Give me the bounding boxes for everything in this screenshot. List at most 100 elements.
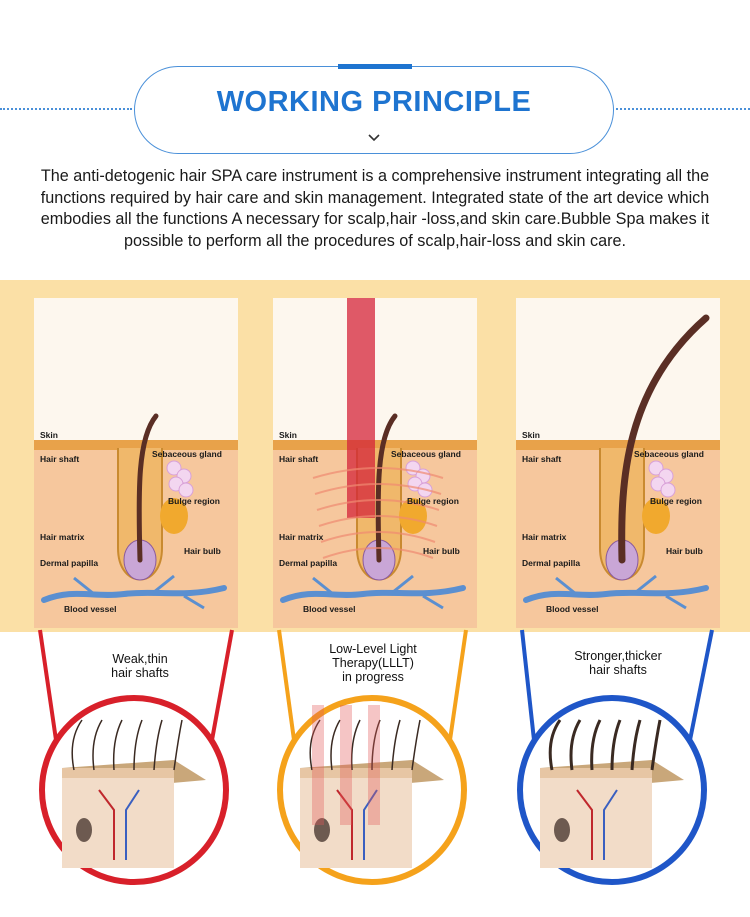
caption-lllt: Low-Level Light Therapy(LLLT) in progres… (315, 642, 431, 684)
hair-strand (411, 719, 421, 771)
sebaceous-lobe (660, 482, 676, 498)
vein (603, 789, 618, 860)
label-bulge-region: Bulge region (650, 496, 702, 506)
follicle-bulb (554, 818, 570, 842)
sebaceous-lobe (648, 460, 664, 476)
label-blood-vessel: Blood vessel (64, 604, 116, 614)
caption-lllt-line2: Therapy(LLLT) (332, 656, 414, 670)
skin-front (300, 768, 412, 868)
light-wave (322, 547, 434, 559)
connector-right (448, 629, 468, 741)
skin-front-top (62, 768, 174, 778)
left-dotted-line (0, 108, 132, 110)
skin-front-top (300, 768, 412, 778)
caption-lllt-line1: Low-Level Light (329, 642, 417, 656)
light-wave (318, 515, 438, 527)
connector-left (520, 629, 536, 741)
hair-strand (309, 719, 321, 771)
bulge-region (642, 498, 670, 534)
connector-right (688, 629, 714, 741)
title-accent-bar (338, 64, 412, 69)
hair-strand (153, 719, 163, 771)
caption-lllt-line3: in progress (342, 670, 404, 684)
light-wave (312, 467, 444, 479)
caption-weak-line2: hair shafts (111, 666, 169, 680)
label-hair-shaft: Hair shaft (40, 454, 79, 464)
label-dermal-papilla: Dermal papilla (40, 558, 98, 568)
label-hair-shaft: Hair shaft (279, 454, 318, 464)
light-beam (340, 705, 352, 825)
vein (125, 789, 140, 860)
blood-vessel (523, 585, 709, 603)
artery (576, 789, 593, 860)
vein (363, 789, 378, 860)
blood-vessel (280, 585, 466, 603)
label-hair-shaft: Hair shaft (522, 454, 561, 464)
caption-weak: Weak,thin hair shafts (90, 652, 190, 680)
label-hair-matrix: Hair matrix (40, 532, 85, 542)
light-wave (316, 499, 440, 511)
hair-shaft (618, 314, 710, 564)
hair-strand (548, 719, 562, 771)
caption-strong: Stronger,thicker hair shafts (563, 649, 673, 677)
label-dermal-papilla: Dermal papilla (522, 558, 580, 568)
label-bulge-region: Bulge region (407, 496, 459, 506)
skin-front (540, 768, 652, 868)
artery (336, 789, 353, 860)
lower-illustration (38, 629, 714, 885)
bulge-region (160, 498, 188, 534)
label-dermal-papilla: Dermal papilla (279, 558, 337, 568)
hair-strand (133, 719, 143, 771)
bulge-region (399, 498, 427, 534)
hair-strand (330, 719, 341, 771)
sebaceous-lobe (166, 460, 182, 476)
hair-shaft (136, 413, 159, 563)
hair-strand (650, 719, 662, 771)
hair-strand (173, 719, 183, 771)
label-hair-bulb: Hair bulb (184, 546, 221, 556)
skin-front-top (540, 768, 652, 778)
blood-vessel-branches (555, 574, 687, 610)
caption-weak-line1: Weak,thin (112, 652, 168, 666)
blood-vessel-branches (73, 574, 205, 610)
label-blood-vessel: Blood vessel (303, 604, 355, 614)
caption-strong-line1: Stronger,thicker (574, 649, 662, 663)
label-skin: Skin (40, 430, 58, 440)
right-dotted-line (616, 108, 750, 110)
follicle-bulb (314, 818, 330, 842)
hair-strand (71, 719, 83, 771)
blood-vessel (41, 585, 227, 603)
label-skin: Skin (522, 430, 540, 440)
label-hair-matrix: Hair matrix (279, 532, 324, 542)
label-sebaceous-gland: Sebaceous gland (391, 449, 461, 459)
hair-strand (92, 719, 103, 771)
hair-shaft (375, 413, 398, 563)
connector-right (210, 629, 234, 741)
laser-beam (347, 298, 375, 518)
hair-strand (350, 719, 361, 771)
artery (98, 789, 115, 860)
label-blood-vessel: Blood vessel (546, 604, 598, 614)
skin-front (62, 768, 174, 868)
label-sebaceous-gland: Sebaceous gland (152, 449, 222, 459)
epidermis-line (34, 440, 238, 450)
chevron-down-icon (368, 134, 380, 142)
caption-strong-line2: hair shafts (589, 663, 647, 677)
follicle-bulb (76, 818, 92, 842)
intro-paragraph: The anti-detogenic hair SPA care instrum… (40, 167, 710, 250)
label-sebaceous-gland: Sebaceous gland (634, 449, 704, 459)
label-hair-bulb: Hair bulb (666, 546, 703, 556)
hair-strand (569, 719, 582, 771)
label-hair-bulb: Hair bulb (423, 546, 460, 556)
label-bulge-region: Bulge region (168, 496, 220, 506)
light-beam (312, 705, 324, 825)
hair-strand (371, 719, 381, 771)
connector-left (38, 629, 58, 741)
light-wave (314, 483, 442, 495)
sebaceous-lobe (178, 482, 194, 498)
hair-strand (610, 719, 622, 771)
